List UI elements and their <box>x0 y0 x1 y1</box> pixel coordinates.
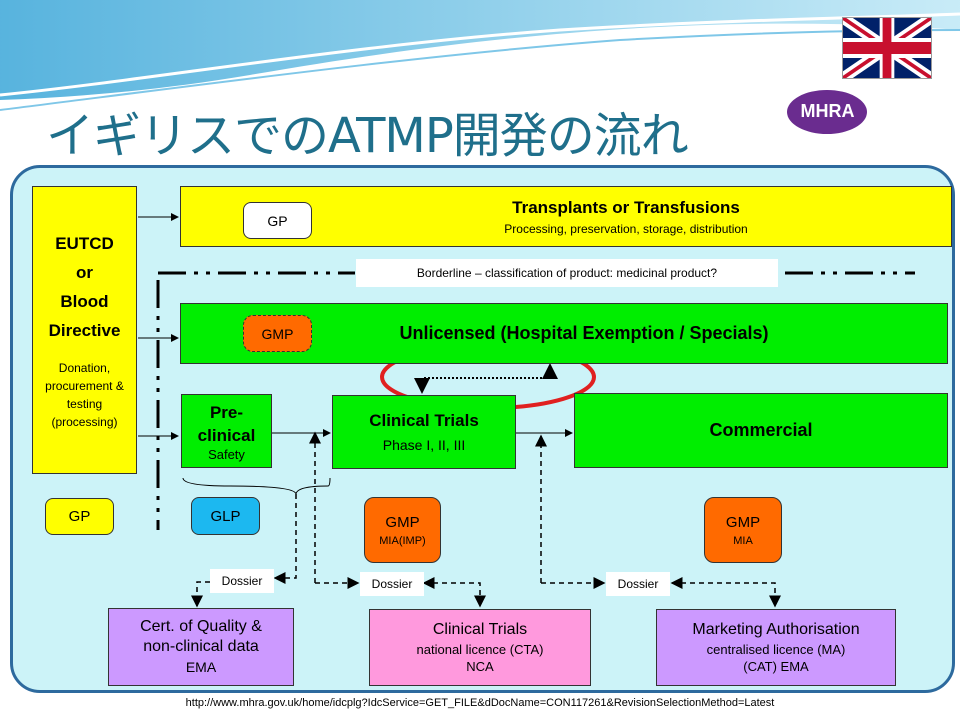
glp-badge: GLP <box>191 497 260 535</box>
borderline-label: Borderline – classification of product: … <box>356 259 778 287</box>
gmp-imp-badge: GMP MIA(IMP) <box>364 497 441 563</box>
cta-line: national licence (CTA) <box>416 642 544 657</box>
ma-line: centralised licence (MA) <box>706 642 846 657</box>
gmp-mia-sub: MIA <box>733 534 753 547</box>
eutcd-sub: procurement & <box>45 379 124 393</box>
gp-tag-transplants: GP <box>243 202 312 239</box>
eutcd-sub: (processing) <box>51 415 118 429</box>
commercial-title: Commercial <box>709 420 813 440</box>
cert-quality-box: Cert. of Quality & non-clinical data EMA <box>108 608 294 686</box>
cta-line: Clinical Trials <box>432 621 528 638</box>
source-url[interactable]: http://www.mhra.gov.uk/home/idcplg?IdcSe… <box>185 697 775 709</box>
dossier-label: Dossier <box>360 572 424 596</box>
gmp-imp-sub: MIA(IMP) <box>379 534 426 547</box>
uk-flag-icon <box>841 12 933 84</box>
commercial-box: Commercial <box>574 393 948 468</box>
eutcd-line: EUTCD <box>55 234 114 253</box>
preclinical-title: Pre- <box>209 402 244 422</box>
gmp-tag-unlicensed: GMP <box>243 315 312 352</box>
clinical-sub: Phase I, II, III <box>382 437 466 453</box>
transplants-title: Transplants or Transfusions <box>512 197 740 217</box>
ma-line: Marketing Authorisation <box>692 621 860 638</box>
unlicensed-title: Unlicensed (Hospital Exemption / Special… <box>399 323 769 343</box>
cta-line: NCA <box>466 659 494 674</box>
mhra-logo: MHRA <box>785 85 870 140</box>
dossier-label: Dossier <box>210 569 274 593</box>
gmp-mia-title: GMP <box>725 513 761 531</box>
eutcd-line: Directive <box>48 321 121 340</box>
cert-line: Cert. of Quality & <box>140 618 262 635</box>
cert-line: EMA <box>185 659 217 675</box>
mhra-logo-shape <box>787 90 867 134</box>
eutcd-line: Blood <box>60 292 109 311</box>
gmp-mia-badge: GMP MIA <box>704 497 782 563</box>
eutcd-line: or <box>75 263 93 282</box>
eutcd-box: EUTCD or Blood Directive Donation, procu… <box>32 186 137 474</box>
preclinical-box: Pre- clinical Safety <box>181 394 272 468</box>
eutcd-sub: Donation, <box>58 361 111 375</box>
gmp-imp-title: GMP <box>385 513 420 531</box>
marketing-authorisation-box: Marketing Authorisation centralised lice… <box>656 609 896 686</box>
page-title: イギリスでのATMP開発の流れ <box>46 108 689 164</box>
mhra-logo-text: MHRA <box>800 101 855 121</box>
cert-line: non-clinical data <box>143 638 259 655</box>
dossier-label: Dossier <box>606 572 670 596</box>
transplants-sub: Processing, preservation, storage, distr… <box>504 221 748 236</box>
preclinical-sub: Safety <box>208 446 245 462</box>
cta-box: Clinical Trials national licence (CTA) N… <box>369 609 591 686</box>
preclinical-title: clinical <box>197 425 256 445</box>
clinical-trials-box: Clinical Trials Phase I, II, III <box>332 395 516 469</box>
gp-badge: GP <box>45 498 114 535</box>
clinical-title: Clinical Trials <box>369 411 479 430</box>
ma-line: (CAT) EMA <box>743 659 809 674</box>
eutcd-sub: testing <box>66 397 103 411</box>
